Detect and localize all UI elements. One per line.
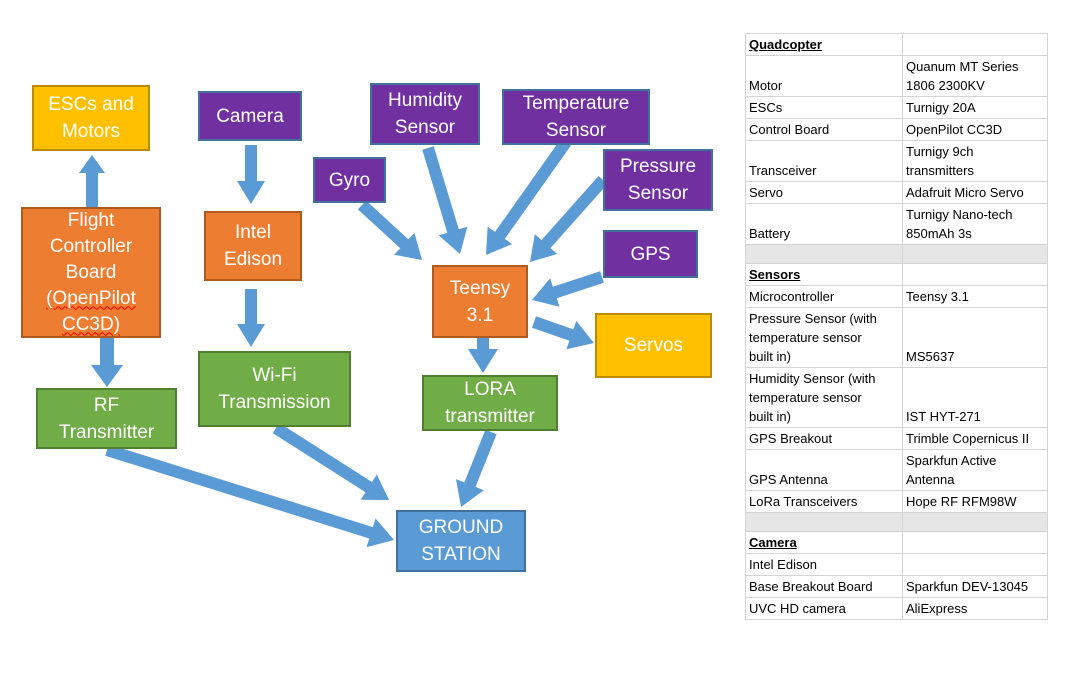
component-name: UVC HD camera xyxy=(745,597,903,620)
component-name: Motor xyxy=(745,55,903,97)
component-part: Sparkfun Active Antenna xyxy=(902,449,1048,491)
component-part: Teensy 3.1 xyxy=(902,285,1048,308)
component-name: Servo xyxy=(745,181,903,204)
arrow-rf-to-ground xyxy=(105,444,394,548)
node-gps: GPS xyxy=(603,230,698,278)
arrow-teensy-to-servos xyxy=(532,316,594,350)
node-teensy: Teensy 3.1 xyxy=(432,265,528,338)
arrow-fc-to-escs xyxy=(79,155,105,207)
component-name xyxy=(745,244,903,264)
system-block-diagram: ESCs and Motors Flight Controller Board … xyxy=(21,83,713,572)
fc-line-4: (OpenPilot xyxy=(46,287,136,309)
component-name: Control Board xyxy=(745,118,903,141)
component-name: Battery xyxy=(745,203,903,245)
arrow-pressure-to-teensy xyxy=(530,176,608,262)
component-part: Turnigy 9ch transmitters xyxy=(902,140,1048,182)
component-part: MS5637 xyxy=(902,307,1048,368)
fc-line-5: CC3D) xyxy=(61,313,121,335)
node-servos: Servos xyxy=(595,313,712,378)
component-part: Adafruit Micro Servo xyxy=(902,181,1048,204)
arrow-camera-to-edison xyxy=(237,145,265,204)
arrow-gps-to-teensy xyxy=(532,271,604,307)
table-spacer-row xyxy=(745,512,1048,532)
component-part: Hope RF RFM98W xyxy=(902,490,1048,513)
node-wifi-transmission: Wi-Fi Transmission xyxy=(198,351,351,427)
node-gyro: Gyro xyxy=(313,157,386,203)
component-part: IST HYT-271 xyxy=(902,367,1048,428)
node-escs-and-motors: ESCs and Motors xyxy=(32,85,150,151)
arrow-lora-to-ground xyxy=(456,429,497,507)
diagram-arrows xyxy=(79,138,608,548)
component-part: Quanum MT Series 1806 2300KV xyxy=(902,55,1048,97)
arrow-humidity-to-teensy xyxy=(422,146,468,254)
component-name: Transceiver xyxy=(745,140,903,182)
table-row: Pressure Sensor (with temperature sensor… xyxy=(745,307,1048,368)
node-pressure-sensor: Pressure Sensor xyxy=(603,149,713,211)
component-name: Humidity Sensor (with temperature sensor… xyxy=(745,367,903,428)
section-heading: Camera xyxy=(745,531,903,554)
node-flight-controller-board: Flight Controller Board (OpenPilot CC3D) xyxy=(21,207,161,338)
node-humidity-sensor: Humidity Sensor xyxy=(370,83,480,145)
component-part: Trimble Copernicus II xyxy=(902,427,1048,450)
component-part: Sparkfun DEV-13045 xyxy=(902,575,1048,598)
node-intel-edison: Intel Edison xyxy=(204,211,302,281)
arrow-fc-to-rf xyxy=(91,338,123,387)
fc-line-3: Board xyxy=(65,261,117,283)
component-part: Turnigy Nano-tech 850mAh 3s xyxy=(902,203,1048,245)
component-name xyxy=(745,512,903,532)
fc-line-1: Flight xyxy=(67,209,115,231)
arrow-wifi-to-ground xyxy=(272,422,389,500)
component-part xyxy=(902,33,1048,56)
component-name: Pressure Sensor (with temperature sensor… xyxy=(745,307,903,368)
component-name: Base Breakout Board xyxy=(745,575,903,598)
component-part: Turnigy 20A xyxy=(902,96,1048,119)
component-part xyxy=(902,263,1048,286)
component-part: OpenPilot CC3D xyxy=(902,118,1048,141)
component-name: ESCs xyxy=(745,96,903,119)
arrow-gyro-to-teensy xyxy=(357,200,422,260)
table-section-row: Quadcopter xyxy=(745,33,1048,56)
node-ground-station: GROUND STATION xyxy=(396,510,526,572)
node-rf-transmitter: RF Transmitter xyxy=(36,388,177,449)
section-heading: Sensors xyxy=(745,263,903,286)
table-row: Intel Edison xyxy=(745,553,1048,576)
component-part xyxy=(902,531,1048,554)
component-name: Intel Edison xyxy=(745,553,903,576)
section-heading: Quadcopter xyxy=(745,33,903,56)
diagram-diagonal-arrows xyxy=(105,138,608,548)
component-name: LoRa Transceivers xyxy=(745,490,903,513)
node-lora-transmitter: LORA transmitter xyxy=(422,375,558,431)
node-temperature-sensor: Temperature Sensor xyxy=(502,89,650,145)
table-section-row: Sensors xyxy=(745,263,1048,286)
arrow-teensy-to-lora xyxy=(468,338,498,373)
component-part xyxy=(902,512,1048,532)
arrow-edison-to-wifi xyxy=(237,289,265,347)
component-part xyxy=(902,244,1048,264)
component-name: GPS Antenna xyxy=(745,449,903,491)
component-name: GPS Breakout xyxy=(745,427,903,450)
component-name: Microcontroller xyxy=(745,285,903,308)
table-section-row: Camera xyxy=(745,531,1048,554)
component-part xyxy=(902,553,1048,576)
node-camera: Camera xyxy=(198,91,302,141)
table-spacer-row xyxy=(745,244,1048,264)
fc-line-2: Controller xyxy=(49,235,133,257)
arrow-temperature-to-teensy xyxy=(486,138,571,255)
component-part: AliExpress xyxy=(902,597,1048,620)
table-row: Humidity Sensor (with temperature sensor… xyxy=(745,367,1048,428)
